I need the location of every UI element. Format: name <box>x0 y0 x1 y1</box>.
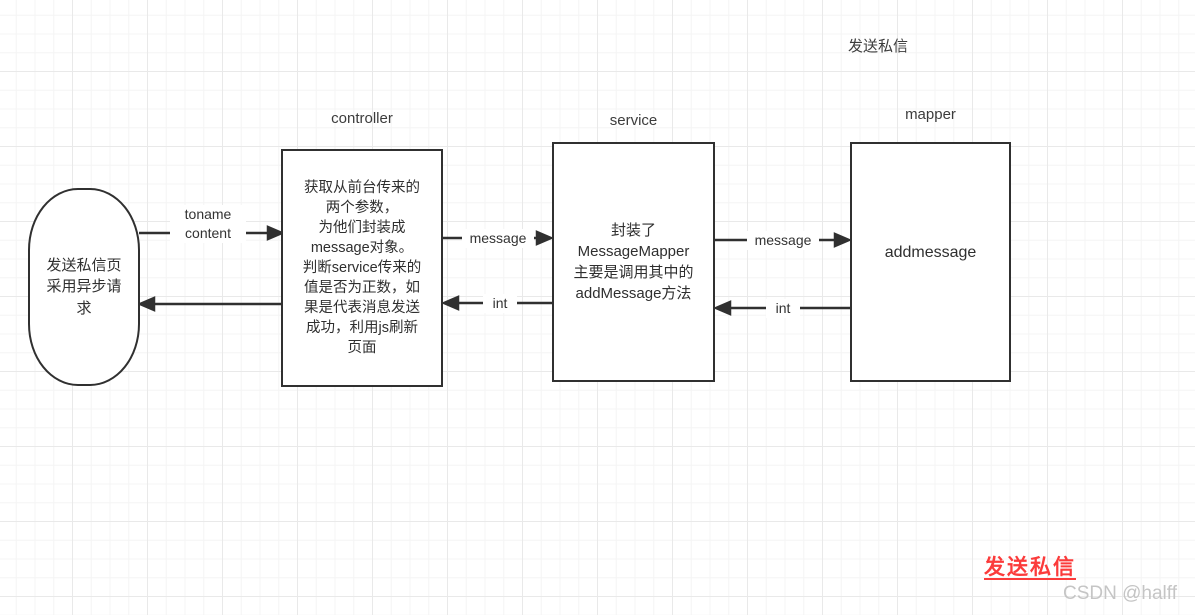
node-service: 封装了 MessageMapper 主要是调用其中的 addMessage方法 <box>552 142 715 382</box>
edge-service-to-mapper-arrowhead <box>833 232 853 248</box>
edge-page-to-controller-arrowhead <box>266 225 286 241</box>
edge-label-toname-content: toname content <box>170 205 246 243</box>
edge-label-message-1: message <box>462 229 534 248</box>
edge-label-int-2: int <box>766 299 800 318</box>
node-mapper-label: addmessage <box>884 244 977 261</box>
footer-red-title: 发送私信 <box>984 556 1076 579</box>
edge-mapper-to-service-arrowhead <box>712 300 732 316</box>
edge-controller-to-service-arrowhead <box>535 230 555 246</box>
node-mapper-title: mapper <box>905 106 956 123</box>
node-service-title: service <box>609 112 658 129</box>
node-controller-title: controller <box>331 110 393 127</box>
node-service-label: 封装了 MessageMapper 主要是调用其中的 addMessage方法 <box>573 222 694 302</box>
edge-label-int-1: int <box>483 294 517 313</box>
node-page-label: 发送私信页 采用异步请 求 <box>46 256 122 317</box>
csdn-watermark: CSDN @halff <box>1063 583 1177 604</box>
edge-label-message-2: message <box>747 231 819 250</box>
diagram-top-title: 发送私信 <box>848 38 909 55</box>
edge-controller-to-page-arrowhead <box>136 296 156 312</box>
edge-service-to-controller-arrowhead <box>440 295 460 311</box>
node-controller-label: 获取从前台传来的 两个参数， 为他们封装成 message对象。 判断servi… <box>302 180 422 356</box>
node-mapper: addmessage <box>850 142 1011 382</box>
node-page-ellipse: 发送私信页 采用异步请 求 <box>28 188 140 386</box>
node-controller: 获取从前台传来的 两个参数， 为他们封装成 message对象。 判断servi… <box>281 149 443 387</box>
